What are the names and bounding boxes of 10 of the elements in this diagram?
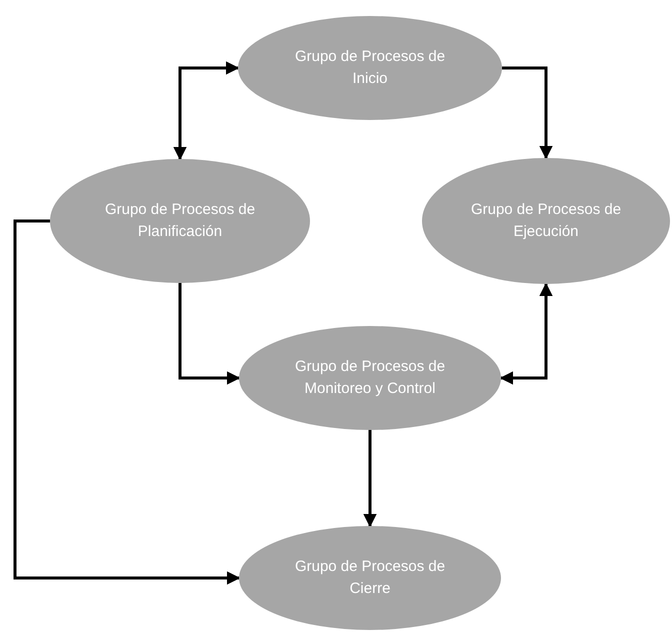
- node-label: Grupo de Procesos de Cierre: [294, 557, 446, 599]
- node-label: Grupo de Procesos de Monitoreo y Control: [294, 357, 446, 399]
- arrow: [502, 66, 553, 160]
- arrow: [14, 220, 240, 585]
- node-label: Grupo de Procesos de Ejecución: [470, 200, 622, 242]
- arrow: [178, 283, 240, 385]
- arrow: [500, 282, 553, 385]
- node-label: Grupo de Procesos de Planificación: [104, 200, 256, 242]
- arrow: [173, 61, 240, 160]
- node-label: Grupo de Procesos de Inicio: [294, 47, 446, 89]
